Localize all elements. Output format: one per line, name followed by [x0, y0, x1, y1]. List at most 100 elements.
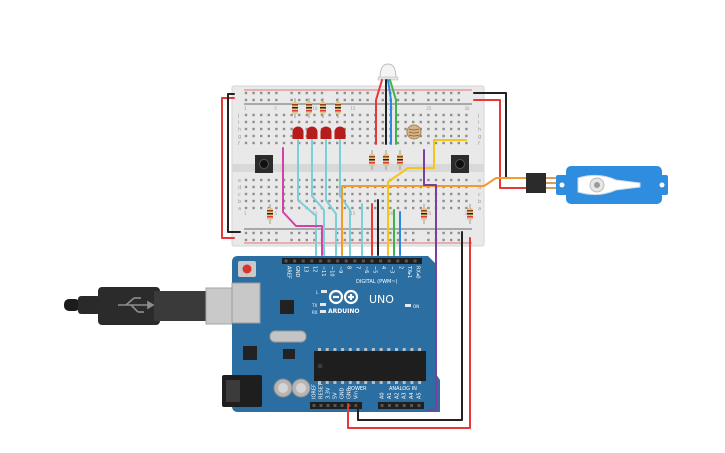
digital-pin-label: ~9 [337, 266, 343, 273]
usb-icon [118, 297, 155, 313]
model-text: UNO [369, 293, 394, 306]
breadboard-row-letter: j [477, 113, 479, 119]
power-pin-label: Vin [354, 391, 360, 399]
digital-pin-label: ~3 [389, 266, 395, 273]
breadboard-row-letter: f [238, 141, 240, 147]
red-led-1 [292, 126, 304, 139]
digital-pin-label: 7 [354, 266, 360, 269]
power-pin[interactable] [326, 404, 330, 407]
breadboard-row-letter: a [478, 206, 481, 212]
servo-motor [526, 166, 668, 204]
analog-pin[interactable] [380, 404, 384, 407]
digital-pin[interactable] [336, 259, 340, 263]
pushbutton-left[interactable] [255, 155, 273, 173]
led-on-label: ON [413, 304, 419, 309]
breadboard-row-letter: g [478, 134, 481, 140]
resistor-led-3 [320, 98, 326, 118]
photoresistor [406, 124, 422, 140]
analog-pin[interactable] [402, 404, 406, 407]
digital-pin[interactable] [301, 259, 305, 263]
breadboard-row-letter: f [478, 141, 480, 147]
breadboard-components [255, 63, 469, 173]
digital-pin[interactable] [370, 259, 374, 263]
breadboard-row-letter: h [238, 127, 241, 133]
digital-pin[interactable] [293, 259, 297, 263]
digital-pin-label: 8 [346, 266, 352, 269]
wires [221, 79, 531, 429]
digital-pin-label: 2 [397, 266, 403, 269]
breadboard-column-number: 1 [244, 211, 247, 216]
power-pin-label: IOREF [312, 384, 318, 399]
breadboard-row-letter: c [238, 192, 241, 198]
breadboard-column-number: 15 [350, 106, 356, 111]
breadboard-column-number: 30 [464, 106, 470, 111]
led-tx [320, 303, 326, 306]
digital-pin-label: RX◂0 [415, 266, 421, 279]
analog-header [378, 402, 424, 409]
digital-pin[interactable] [413, 259, 417, 263]
analog-pin-label: A4 [409, 392, 415, 399]
analog-pin[interactable] [395, 404, 399, 407]
analog-pin-label: A1 [387, 392, 393, 399]
breadboard-row-letter: e [238, 178, 241, 184]
led-rx [320, 310, 326, 313]
breadboard-row-letter: j [237, 113, 239, 119]
led-on [405, 304, 411, 307]
digital-pin[interactable] [318, 259, 322, 263]
resistor-ldr [421, 204, 427, 224]
digital-pin[interactable] [310, 259, 314, 263]
breadboard-row-letter: g [238, 134, 241, 140]
power-label: POWER [348, 386, 367, 392]
servo-connector [526, 173, 546, 193]
digital-header [282, 258, 422, 264]
power-pin[interactable] [319, 404, 323, 407]
digital-pin[interactable] [361, 259, 365, 263]
red-led-4 [334, 126, 346, 139]
analog-pin[interactable] [417, 404, 421, 407]
digital-pin[interactable] [284, 259, 288, 263]
digital-pin[interactable] [327, 259, 331, 263]
pushbutton-right[interactable] [451, 155, 469, 173]
breadboard-row-letter: i [238, 120, 239, 126]
breadboard-column-number: 10 [312, 106, 318, 111]
breadboard-row-letter: b [238, 199, 241, 205]
analog-pin-label: A0 [380, 392, 386, 399]
digital-pin[interactable] [396, 259, 400, 263]
power-pin[interactable] [354, 404, 358, 407]
breadboard-row-letter: e [478, 178, 481, 184]
analog-pin[interactable] [387, 404, 391, 407]
digital-pin-label: 12 [311, 266, 317, 272]
digital-pin[interactable] [387, 259, 391, 263]
digital-pin-label: GND [294, 266, 300, 278]
power-pin-label: 3.3V [326, 387, 332, 399]
atmega-chip [314, 348, 426, 384]
breadboard-column-number: 25 [426, 106, 432, 111]
analog-pin-label: A3 [402, 392, 408, 399]
breadboard-row-letter: a [238, 206, 241, 212]
analog-pin[interactable] [410, 404, 414, 407]
led-l [321, 290, 327, 293]
resistor-button-left [267, 204, 273, 224]
digital-pin[interactable] [344, 259, 348, 263]
digital-pin-label: 4 [380, 266, 386, 269]
power-pin[interactable] [340, 404, 344, 407]
resistor-rgb-3 [397, 150, 403, 170]
breadboard-row-letter: b [478, 199, 481, 205]
digital-pin-label: ~10 [329, 266, 335, 277]
resistor-led-1 [292, 98, 298, 118]
usb-chip [280, 300, 294, 314]
digital-pin[interactable] [353, 259, 357, 263]
led-tx-label: TX [311, 303, 317, 308]
power-pin[interactable] [333, 404, 337, 407]
analog-label: ANALOG IN [389, 386, 417, 392]
digital-pin[interactable] [379, 259, 383, 263]
breadboard-row-letter: d [478, 185, 481, 191]
digital-pin-label: TX▸1 [406, 265, 412, 278]
digital-pin[interactable] [404, 259, 408, 263]
power-pin[interactable] [312, 404, 316, 407]
digital-pin-label: ~5 [372, 266, 378, 273]
brand-text: ARDUINO [328, 308, 359, 315]
